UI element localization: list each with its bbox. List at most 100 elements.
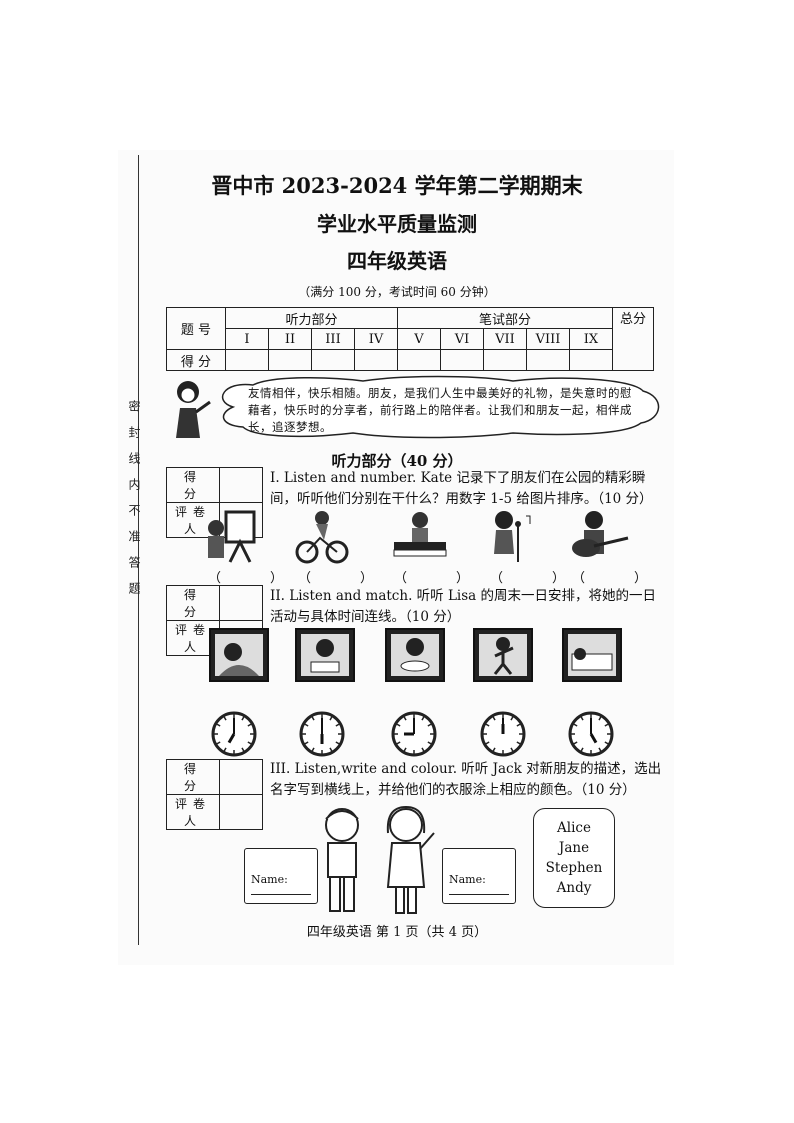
wake-up-icon: [209, 628, 269, 682]
clock-icon: [480, 711, 526, 757]
clock-tick: [510, 716, 514, 721]
numeral-cell: IV: [354, 328, 398, 350]
score-cell[interactable]: [440, 349, 484, 371]
answer-blank[interactable]: （ ）: [208, 571, 302, 586]
writing-part-label: 笔试部分: [397, 307, 613, 329]
binding-line: [138, 155, 139, 945]
binding-warning-text: 密封线内不准答题: [127, 400, 141, 608]
score-cell[interactable]: [569, 349, 613, 371]
score-cell[interactable]: [483, 349, 527, 371]
score-label: 得 分: [166, 467, 220, 503]
numeral-cell: VI: [440, 328, 484, 350]
exam-note: （满分 100 分，考试时间 60 分钟）: [298, 285, 496, 299]
clock-tick: [573, 723, 578, 727]
grader-field[interactable]: [219, 794, 263, 830]
clock-tick: [241, 716, 245, 721]
answer-blank[interactable]: （ ）: [298, 571, 392, 586]
name-label: Name:: [449, 873, 486, 886]
clock-tick: [247, 741, 252, 745]
clock-tick: [604, 723, 609, 727]
question-number-label: 题 号: [166, 307, 226, 350]
clock-tick: [329, 716, 333, 721]
clock-tick: [580, 747, 584, 752]
clock-tick: [241, 747, 245, 752]
clock-icon: [568, 711, 614, 757]
score-cell[interactable]: [526, 349, 570, 371]
exam-subtitle: 学业水平质量监测: [317, 212, 477, 236]
clock-tick: [304, 741, 309, 745]
subject-title: 四年级英语: [347, 249, 447, 273]
clock-tick: [427, 741, 432, 745]
clock-tick: [311, 716, 315, 721]
clock-tick: [510, 747, 514, 752]
question-2-text: II. Listen and match. 听听 Lisa 的周末一日安排，将她…: [270, 588, 656, 625]
clock-tick: [604, 741, 609, 745]
girl-figure-icon: [386, 805, 435, 914]
clock-tick: [492, 747, 496, 752]
piano-icon: [393, 512, 447, 557]
clock-tick: [485, 741, 490, 745]
page-footer: 四年级英语 第 1 页（共 4 页）: [306, 925, 488, 940]
score-cell[interactable]: [268, 349, 312, 371]
answer-blank[interactable]: （ ）: [394, 571, 488, 586]
clock-tick: [335, 723, 340, 727]
clock-tick: [403, 716, 407, 721]
clock-tick: [329, 747, 333, 752]
score-cell[interactable]: [397, 349, 441, 371]
clock-tick: [516, 723, 521, 727]
clock-tick: [598, 716, 602, 721]
clock-tick: [492, 716, 496, 721]
score-field[interactable]: [219, 585, 263, 621]
clock-tick: [421, 716, 425, 721]
score-field[interactable]: [219, 467, 263, 503]
clock-icon: [391, 711, 437, 757]
answer-blank[interactable]: （ ）: [490, 571, 584, 586]
listening-part-label: 听力部分: [225, 307, 398, 329]
clock-tick: [216, 723, 221, 727]
question-3-text: III. Listen,write and colour. 听听 Jack 对新…: [270, 761, 662, 798]
name-option: Jane: [558, 840, 590, 856]
name-card-left[interactable]: Name:: [244, 848, 318, 904]
score-cell[interactable]: [354, 349, 398, 371]
name-label: Name:: [251, 873, 288, 886]
numeral-cell: IX: [569, 328, 613, 350]
clock-tick: [427, 723, 432, 727]
score-cell[interactable]: [225, 349, 269, 371]
clock-tick: [421, 747, 425, 752]
name-card-right[interactable]: Name:: [442, 848, 516, 904]
question-1-text: I. Listen and number. Kate 记录下了朋友们在公园的精彩…: [270, 470, 653, 507]
answer-blank[interactable]: （ ）: [572, 571, 666, 586]
numeral-cell: VIII: [526, 328, 570, 350]
listening-heading: 听力部分（40 分）: [331, 452, 463, 470]
speech-cloud: [221, 375, 660, 439]
clock-tick: [573, 741, 578, 745]
numeral-cell: VII: [483, 328, 527, 350]
name-option: Andy: [556, 880, 592, 896]
score-cell[interactable]: [311, 349, 355, 371]
clock-tick: [485, 723, 490, 727]
name-answer-line[interactable]: [449, 894, 509, 895]
score-field[interactable]: [219, 759, 263, 795]
singing-icon: [494, 511, 531, 562]
grader-box-1: 得 分 评卷人: [166, 467, 263, 538]
painting-icon: [208, 510, 256, 563]
cycling-icon: [295, 511, 349, 564]
name-answer-line[interactable]: [251, 894, 311, 895]
clock-tick: [247, 723, 252, 727]
clock-tick: [223, 747, 227, 752]
sleeping-icon: [562, 628, 622, 682]
hour-hand: [227, 733, 236, 744]
clock-tick: [516, 741, 521, 745]
clock-tick: [396, 741, 401, 745]
score-table: 题 号 听力部分 笔试部分 总分 I II III IV V VI VII VI…: [166, 307, 654, 371]
clock-icon: [299, 711, 345, 757]
score-row-label: 得 分: [166, 349, 226, 371]
clock-tick: [403, 747, 407, 752]
score-label: 得 分: [166, 759, 220, 795]
clock-tick: [223, 716, 227, 721]
cloud-message: 友情相伴，快乐相随。朋友，是我们人生中最美好的礼物，是失意时的慰藉者，快乐时的分…: [248, 386, 632, 434]
reading-icon: [295, 628, 355, 682]
boy-figure-icon: [325, 808, 359, 912]
guitar-icon: [572, 511, 629, 557]
clock-tick: [396, 723, 401, 727]
